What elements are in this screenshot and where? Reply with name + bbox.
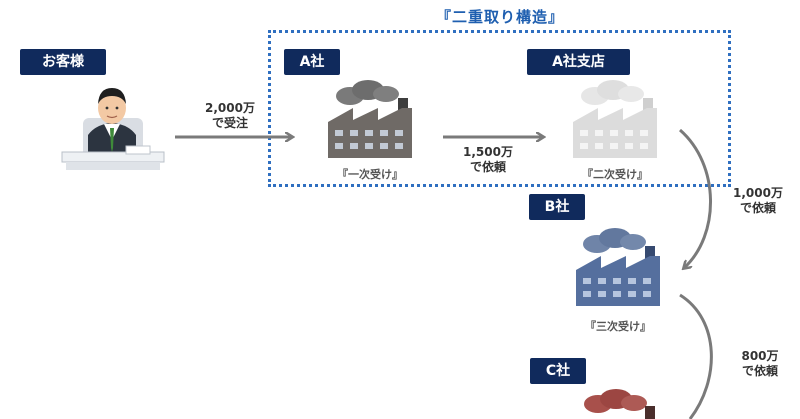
flow-note-3: で依頼 [739, 201, 776, 215]
flow-amount-4: 800万 [741, 349, 779, 363]
diagram-title: 『二重取り構造』 [435, 8, 564, 26]
company-a-branch-caption: 『二次受け』 [582, 168, 648, 181]
flow-amount-3: 1,000万 [733, 186, 783, 200]
flow-note-4: で依頼 [741, 364, 778, 378]
flow-amount-1: 2,000万 [205, 101, 255, 115]
flow-amount-2: 1,500万 [463, 145, 513, 159]
double-dipping-frame [268, 30, 731, 187]
company-b-caption: 『三次受け』 [585, 320, 651, 333]
flow-note-2: で依頼 [469, 160, 506, 174]
company-c-label: C社 [530, 358, 586, 384]
company-a-label: A社 [284, 49, 340, 75]
company-a-caption: 『一次受け』 [337, 168, 403, 181]
company-a-branch-label: A社支店 [527, 49, 630, 75]
company-b-label: B社 [529, 194, 585, 220]
customer-label: お客様 [20, 49, 106, 75]
arrow-branch-to-b [679, 128, 712, 268]
flow-note-1: で受注 [211, 116, 248, 130]
arrow-b-to-c [679, 293, 713, 419]
